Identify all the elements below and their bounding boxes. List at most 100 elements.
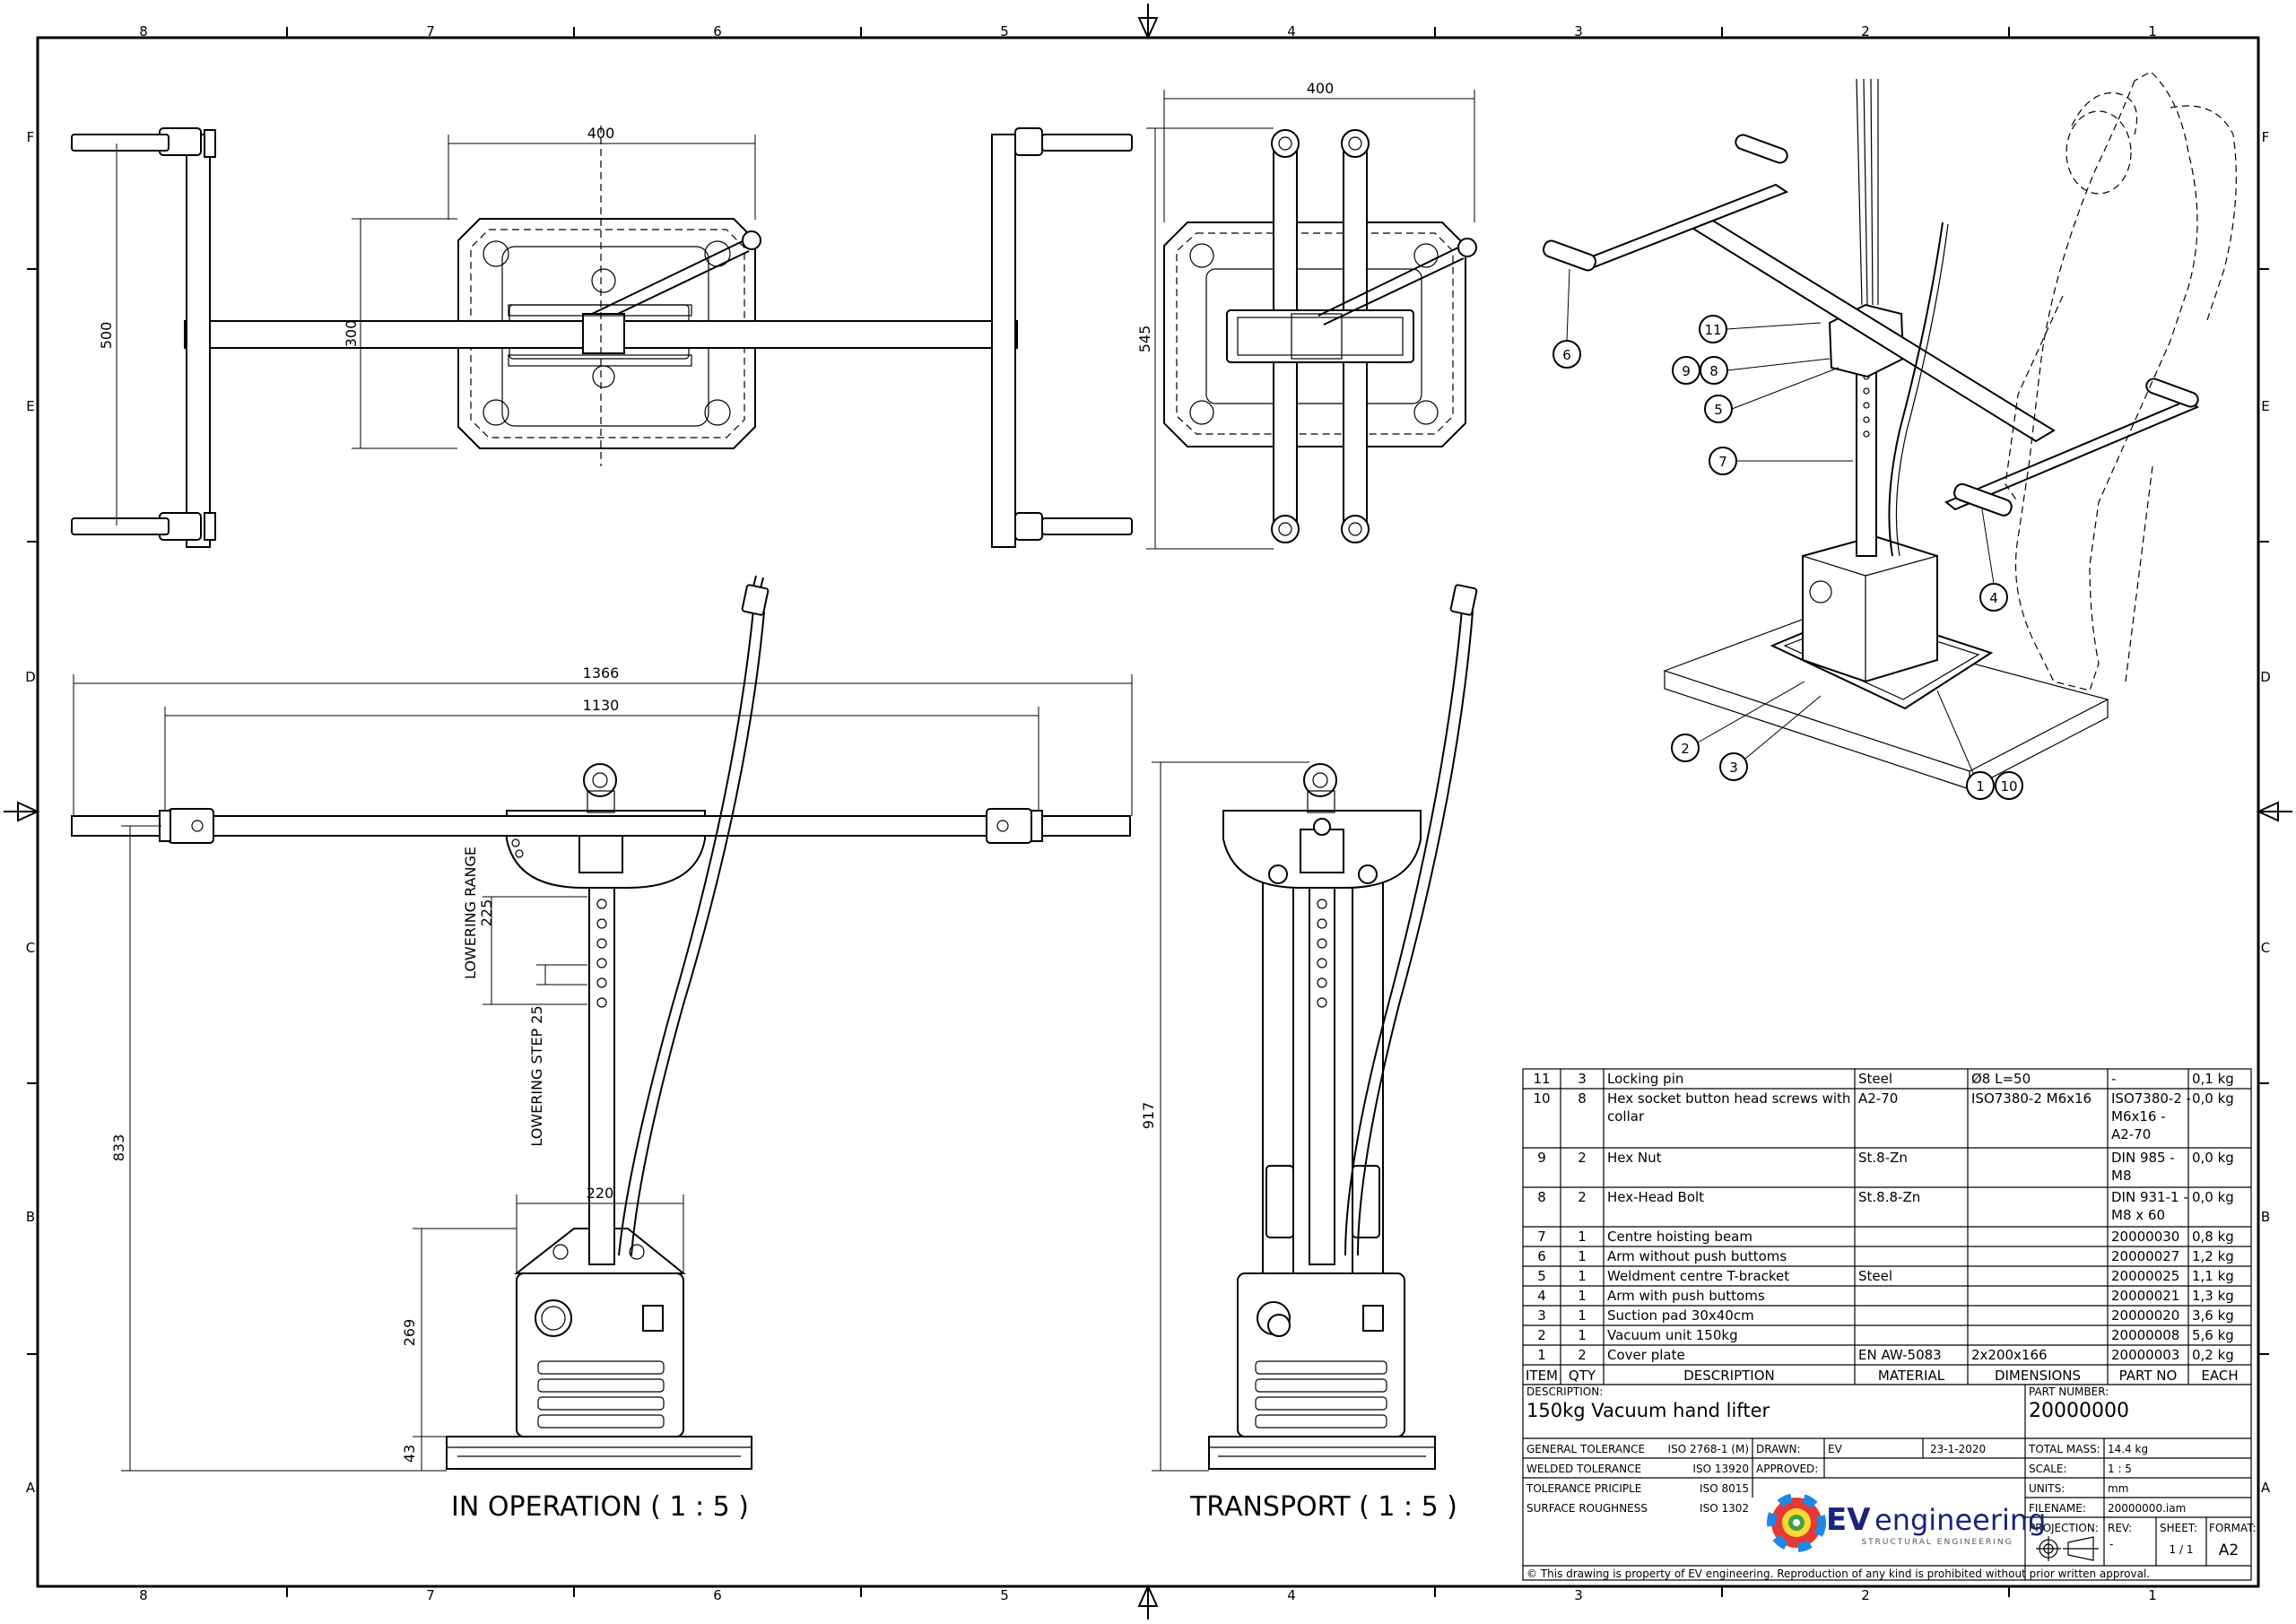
part-number-value: 20000000 bbox=[2029, 1400, 2129, 1422]
bom-cell-part: DIN 985 -M8 bbox=[2111, 1150, 2175, 1184]
description-label: DESCRIPTION: bbox=[1526, 1385, 1603, 1398]
zone-row-label: A bbox=[2261, 1480, 2271, 1496]
balloon-label: 7 bbox=[1718, 454, 1727, 470]
bom-cell-qty: 2 bbox=[1578, 1189, 1587, 1205]
bom-cell-material: A2-70 bbox=[1858, 1090, 1898, 1107]
balloon-label: 5 bbox=[1714, 402, 1723, 418]
zone-col-label: 7 bbox=[426, 1587, 435, 1603]
filename-label: FILENAME: bbox=[2029, 1502, 2086, 1515]
zone-columns-top: 8 7 6 5 4 3 2 1 bbox=[139, 23, 2157, 39]
dim-300: 300 bbox=[343, 320, 360, 348]
bom-cell-qty: 1 bbox=[1578, 1327, 1587, 1343]
bom-cell-each: 0,8 kg bbox=[2192, 1229, 2234, 1245]
bom-cell-item: 3 bbox=[1537, 1307, 1546, 1324]
bom-header: ITEM bbox=[1526, 1368, 1558, 1384]
lowering-range-label: LOWERING RANGE bbox=[462, 847, 479, 979]
logo-ev: EV bbox=[1826, 1502, 1871, 1538]
approved-label: APPROVED: bbox=[1756, 1463, 1818, 1475]
bom-cell-part: 20000021 bbox=[2111, 1288, 2179, 1304]
bom-cell-qty: 1 bbox=[1578, 1268, 1587, 1284]
bom-cell-desc: Cover plate bbox=[1607, 1347, 1685, 1363]
zone-row-label: F bbox=[27, 129, 35, 145]
sheet-value: 1 / 1 bbox=[2170, 1543, 2194, 1556]
bom-header: EACH bbox=[2201, 1368, 2238, 1384]
bom-cell-each: 0,0 kg bbox=[2192, 1090, 2234, 1107]
bom-cell-item: 1 bbox=[1537, 1347, 1546, 1363]
zone-col-label: 7 bbox=[426, 23, 435, 39]
zone-row-label: C bbox=[26, 940, 35, 956]
format-value: A2 bbox=[2219, 1541, 2239, 1559]
drawn-label: DRAWN: bbox=[1756, 1443, 1801, 1455]
zone-col-label: 1 bbox=[2148, 1587, 2157, 1603]
balloon-label: 2 bbox=[1681, 741, 1690, 757]
bom-cell-desc: Arm with push buttoms bbox=[1607, 1288, 1765, 1304]
zone-col-label: 8 bbox=[139, 23, 148, 39]
zone-row-label: A bbox=[26, 1480, 36, 1496]
zone-col-label: 6 bbox=[713, 1587, 722, 1603]
in-operation-label: IN OPERATION ( 1 : 5 ) bbox=[451, 1491, 749, 1523]
bom-cell-qty: 2 bbox=[1578, 1347, 1587, 1363]
welded-tolerance-value: ISO 13920 bbox=[1692, 1463, 1749, 1475]
zone-row-label: D bbox=[2260, 669, 2271, 685]
bom-header: MATERIAL bbox=[1878, 1368, 1945, 1384]
dim-1130: 1130 bbox=[583, 697, 620, 714]
bom-header: DIMENSIONS bbox=[1995, 1368, 2081, 1384]
total-mass-value: 14.4 kg bbox=[2108, 1443, 2148, 1455]
balloon-label: 10 bbox=[2000, 778, 2017, 795]
bom-cell-desc: Vacuum unit 150kg bbox=[1607, 1327, 1738, 1343]
bom-cell-item: 8 bbox=[1537, 1189, 1546, 1205]
front-view-transport: 917 TRANSPORT ( 1 : 5 ) bbox=[1140, 584, 1478, 1523]
bom-cell-desc: Centre hoisting beam bbox=[1607, 1229, 1752, 1245]
description-value: 150kg Vacuum hand lifter bbox=[1526, 1400, 1770, 1421]
zone-row-label: F bbox=[2262, 129, 2270, 145]
balloon-label: 9 bbox=[1682, 363, 1691, 379]
zone-rows-right: F E D C B A bbox=[2260, 129, 2271, 1496]
bom-cell-material: St.8.8-Zn bbox=[1858, 1189, 1920, 1205]
bom-cell-item: 2 bbox=[1537, 1327, 1546, 1343]
bom-cell-part: ISO7380-2 -M6x16 -A2-70 bbox=[2111, 1090, 2191, 1142]
bom-cell-material: St.8-Zn bbox=[1858, 1150, 1908, 1166]
zone-ticks bbox=[27, 27, 2269, 1597]
dim-500: 500 bbox=[98, 322, 115, 350]
bom-cell-part: 20000027 bbox=[2111, 1248, 2179, 1264]
bom-cell-qty: 1 bbox=[1578, 1248, 1587, 1264]
bom-cell-desc: Weldment centre T-bracket bbox=[1607, 1268, 1789, 1284]
balloon-label: 8 bbox=[1709, 363, 1718, 379]
balloon-label: 4 bbox=[1989, 590, 1998, 606]
bom-cell-each: 1,3 kg bbox=[2192, 1288, 2234, 1304]
zone-col-label: 5 bbox=[1000, 1587, 1009, 1603]
zone-row-label: E bbox=[26, 398, 34, 414]
zone-col-label: 3 bbox=[1574, 23, 1583, 39]
zone-col-label: 4 bbox=[1287, 23, 1296, 39]
zone-row-label: B bbox=[2261, 1209, 2270, 1225]
bom-cell-each: 0,2 kg bbox=[2192, 1347, 2234, 1363]
zone-row-label: D bbox=[25, 669, 36, 685]
bom-cell-item: 7 bbox=[1537, 1229, 1546, 1245]
bom-cell-desc: Locking pin bbox=[1607, 1071, 1683, 1087]
zone-col-label: 5 bbox=[1000, 23, 1009, 39]
projection-label: PROJECTION: bbox=[2029, 1522, 2099, 1534]
balloon-1 bbox=[1966, 771, 1995, 800]
welded-tolerance-label: WELDED TOLERANCE bbox=[1526, 1463, 1641, 1475]
zone-col-label: 4 bbox=[1287, 1587, 1296, 1603]
bom-cell-item: 9 bbox=[1537, 1150, 1546, 1166]
rev-value: - bbox=[2109, 1538, 2113, 1550]
bom-cell-part: 20000003 bbox=[2111, 1347, 2179, 1363]
dim-400-side: 400 bbox=[1307, 80, 1335, 97]
bom-cell-part: 20000020 bbox=[2111, 1307, 2179, 1324]
filename-value: 20000000.iam bbox=[2108, 1502, 2186, 1515]
sheet-label: SHEET: bbox=[2160, 1522, 2197, 1534]
front-view-operation: 1366 1130 833 LOWERING RANGE 225 LOWERIN… bbox=[71, 575, 1133, 1523]
units-value: mm bbox=[2108, 1482, 2128, 1495]
dim-400-top: 400 bbox=[587, 125, 615, 142]
bom-cell-each: 5,6 kg bbox=[2192, 1327, 2234, 1343]
bom-cell-each: 0,1 kg bbox=[2192, 1071, 2234, 1087]
bom-cell-part: 20000008 bbox=[2111, 1327, 2179, 1343]
balloon-10 bbox=[1995, 771, 2023, 800]
total-mass-label: TOTAL MASS: bbox=[2028, 1443, 2100, 1455]
surface-roughness-value: ISO 1302 bbox=[1700, 1502, 1749, 1515]
bom-cell-dims: 2x200x166 bbox=[1971, 1347, 2048, 1363]
zone-row-label: E bbox=[2261, 398, 2269, 414]
zone-columns-bottom: 8 7 6 5 4 3 2 1 bbox=[139, 1587, 2157, 1603]
